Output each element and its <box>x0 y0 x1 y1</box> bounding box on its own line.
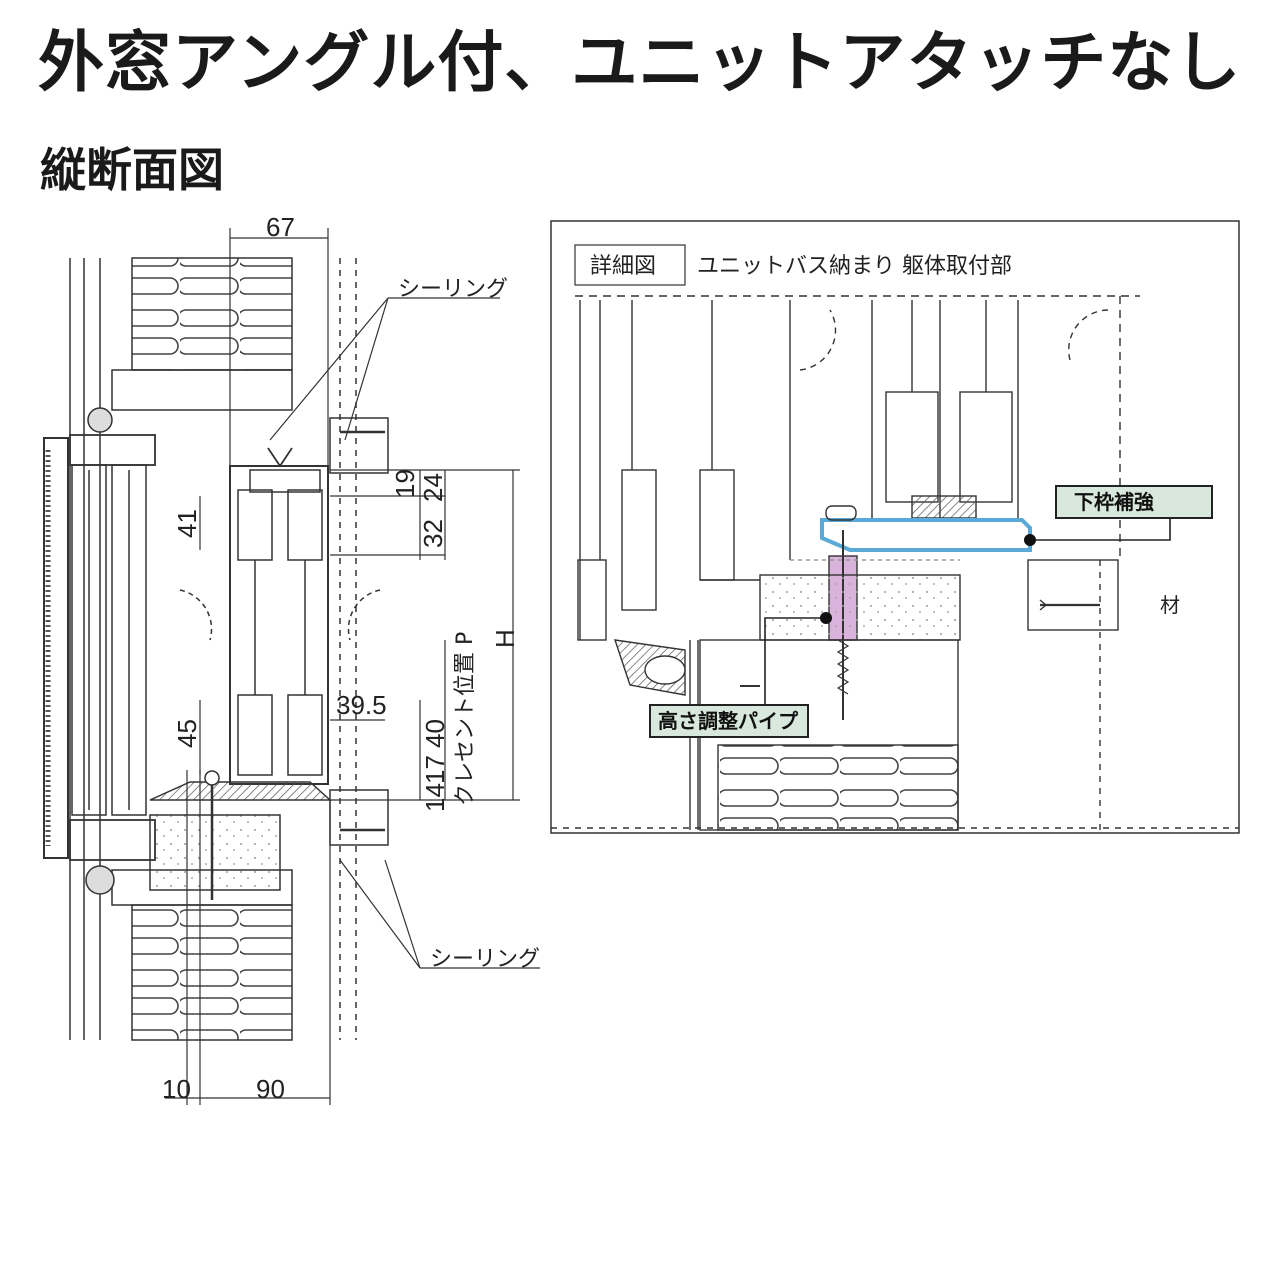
dim-39-5: 39.5 <box>336 690 387 720</box>
dim-14: 14 <box>420 783 450 812</box>
detail-tag: 詳細図 <box>590 254 656 279</box>
callout-height-adjust-pipe <box>649 612 832 738</box>
label-height-adjust-pipe: 高さ調整パイプ <box>658 709 799 733</box>
page-subtitle: 縦断面図 <box>40 143 224 197</box>
dim-24: 24 <box>418 473 448 502</box>
detail-tag-box <box>574 244 686 286</box>
dimension-lines <box>165 228 540 1105</box>
vertical-section <box>43 257 389 1041</box>
label-material: 材 <box>1160 593 1180 617</box>
dim-17: 17 <box>420 755 450 784</box>
dim-19: 19 <box>390 469 420 498</box>
page-title: 外窓アングル付、ユニットアタッチなし <box>38 24 1242 101</box>
dim-45: 45 <box>172 719 202 748</box>
dim-41: 41 <box>172 509 202 538</box>
dim-top-width: 67 <box>266 212 295 242</box>
dim-crescent-position: クレセント位置 P <box>453 632 478 806</box>
detail-caption: ユニットバス納まり 躯体取付部 <box>697 254 1012 279</box>
dim-32: 32 <box>418 519 448 548</box>
dim-40: 40 <box>420 719 450 748</box>
callout-sill-reinforcement <box>1024 485 1213 546</box>
detail-drawing <box>551 295 1239 831</box>
detail-panel <box>550 220 1240 834</box>
dim-bottom-width: 90 <box>256 1074 285 1104</box>
label-sill-reinforcement: 下枠補強 <box>1074 490 1154 514</box>
dim-bottom-left: 10 <box>162 1074 191 1104</box>
label-sealing-top: シーリング <box>398 277 508 302</box>
dim-height: H <box>490 629 520 648</box>
label-sealing-bottom: シーリング <box>430 947 540 972</box>
